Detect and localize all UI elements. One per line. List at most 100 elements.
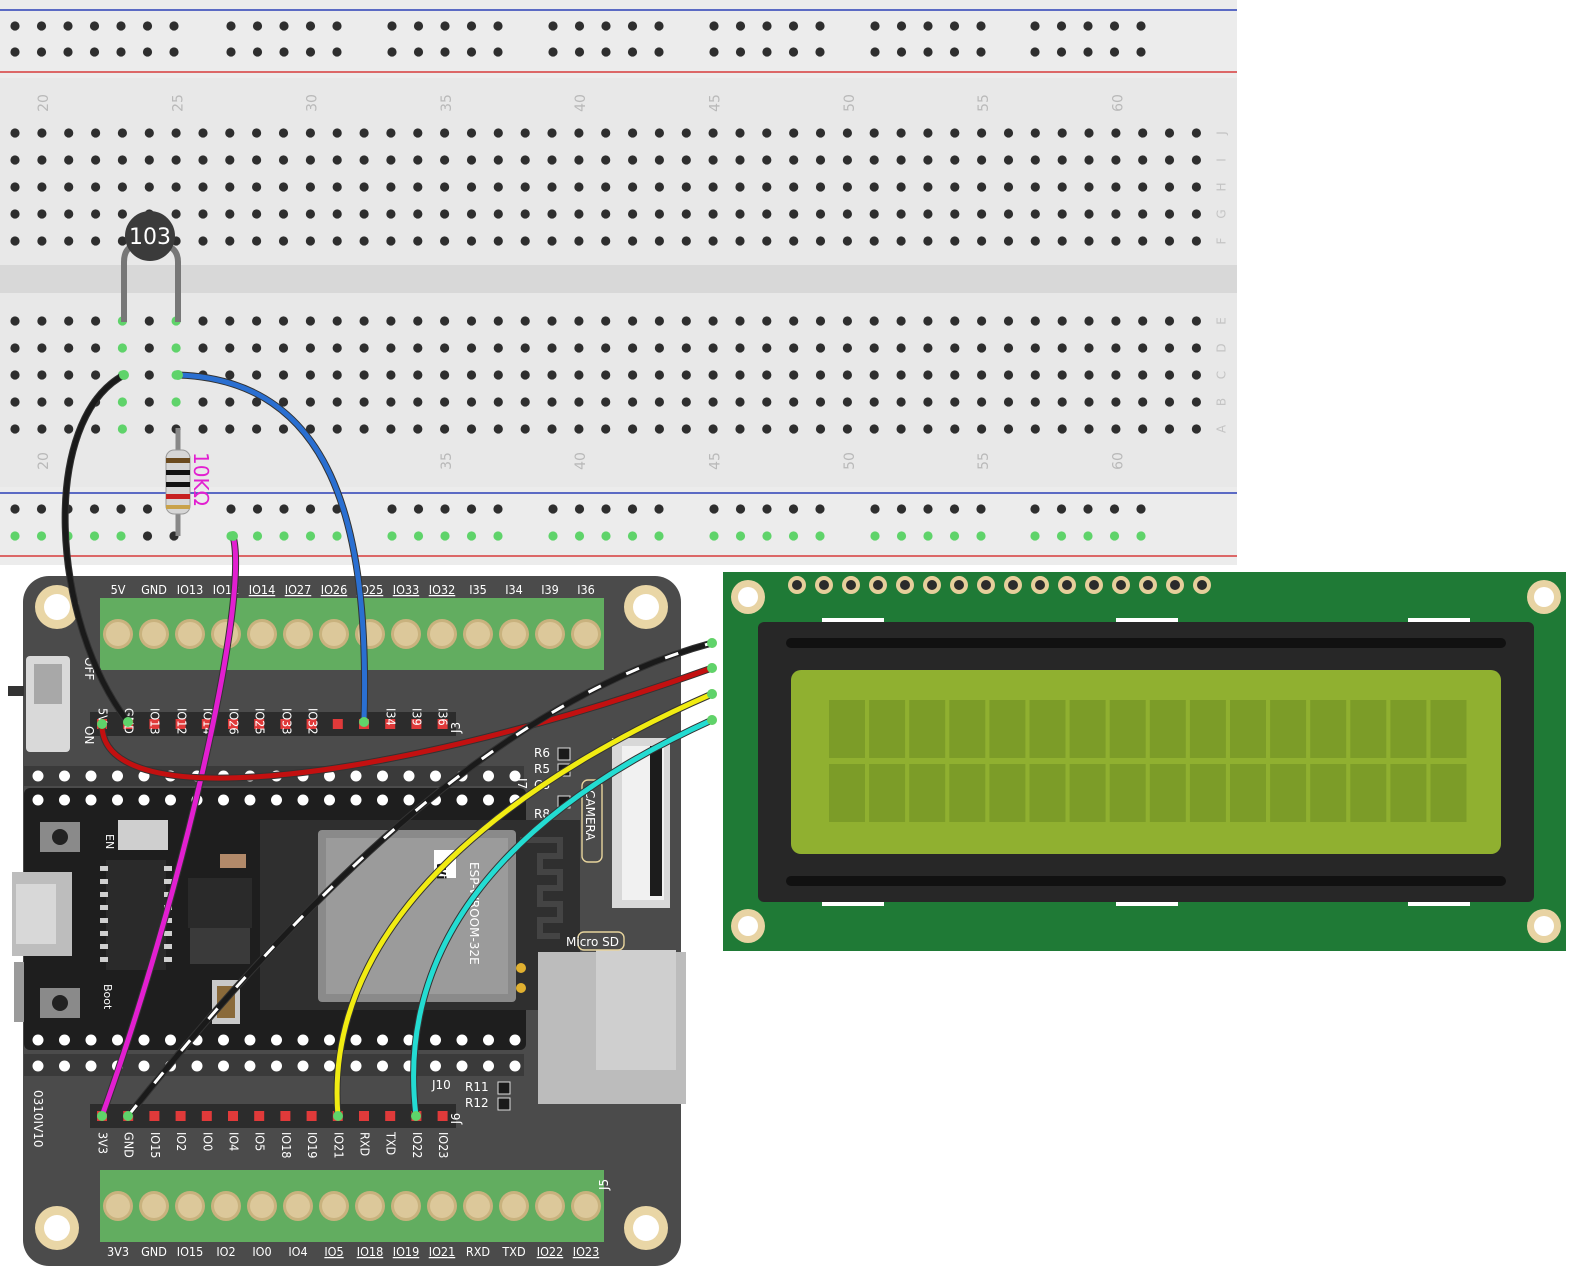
header-pin[interactable] — [385, 1111, 396, 1121]
breadboard-hole[interactable] — [601, 397, 611, 407]
breadboard-hole[interactable] — [1138, 209, 1148, 219]
power-rail-hole[interactable] — [896, 531, 907, 541]
breadboard-hole[interactable] — [520, 397, 530, 407]
breadboard-hole[interactable] — [896, 155, 906, 165]
breadboard-hole[interactable] — [869, 182, 879, 192]
power-rail-hole[interactable] — [601, 531, 611, 541]
header-pin[interactable] — [244, 1060, 256, 1072]
header-pin[interactable] — [59, 1060, 70, 1072]
breadboard-hole[interactable] — [440, 182, 450, 192]
breadboard-hole[interactable] — [1164, 424, 1175, 434]
header-pin[interactable] — [456, 794, 468, 806]
power-rail-hole[interactable] — [89, 531, 100, 541]
breadboard-hole[interactable] — [171, 209, 181, 219]
header-pin[interactable] — [244, 794, 256, 806]
power-rail-hole[interactable] — [1030, 504, 1040, 514]
power-rail-hole[interactable] — [413, 47, 424, 57]
breadboard-hole[interactable] — [1003, 236, 1014, 246]
power-rail-hole[interactable] — [923, 531, 933, 541]
breadboard-hole[interactable] — [735, 155, 745, 165]
header-pin[interactable] — [85, 794, 97, 806]
breadboard-hole[interactable] — [628, 209, 638, 219]
breadboard-hole[interactable] — [1057, 316, 1067, 326]
header-pin[interactable] — [350, 794, 362, 806]
breadboard-hole[interactable] — [681, 316, 691, 326]
breadboard-hole[interactable] — [225, 236, 235, 246]
breadboard-hole[interactable] — [735, 316, 745, 326]
breadboard-hole[interactable] — [1030, 370, 1040, 380]
breadboard-hole[interactable] — [1084, 128, 1094, 138]
power-rail-hole[interactable] — [89, 504, 100, 514]
breadboard-hole[interactable] — [1111, 343, 1121, 353]
power-rail-hole[interactable] — [1056, 47, 1067, 57]
breadboard-hole[interactable] — [466, 182, 477, 192]
breadboard-hole[interactable] — [440, 397, 450, 407]
breadboard-hole[interactable] — [735, 370, 745, 380]
breadboard-hole[interactable] — [950, 316, 960, 326]
breadboard-hole[interactable] — [144, 370, 154, 380]
breadboard-hole[interactable] — [198, 128, 208, 138]
power-rail-hole[interactable] — [976, 47, 986, 57]
breadboard-hole[interactable] — [171, 343, 181, 353]
breadboard-hole[interactable] — [762, 316, 772, 326]
power-rail-hole[interactable] — [548, 47, 558, 57]
power-rail-hole[interactable] — [466, 504, 477, 514]
power-rail-hole[interactable] — [788, 47, 799, 57]
breadboard-hole[interactable] — [225, 182, 235, 192]
breadboard-hole[interactable] — [1191, 343, 1201, 353]
breadboard-hole[interactable] — [225, 209, 235, 219]
breadboard-hole[interactable] — [359, 236, 369, 246]
power-rail-hole[interactable] — [976, 531, 986, 541]
breadboard-hole[interactable] — [332, 236, 342, 246]
header-pin[interactable] — [403, 1034, 415, 1046]
breadboard-hole[interactable] — [386, 182, 396, 192]
breadboard-hole[interactable] — [1084, 316, 1094, 326]
header-pin[interactable] — [280, 719, 291, 729]
power-rail-hole[interactable] — [788, 504, 799, 514]
header-pin[interactable] — [175, 1111, 186, 1121]
breadboard-hole[interactable] — [386, 316, 396, 326]
power-rail-hole[interactable] — [735, 21, 746, 31]
power-rail-hole[interactable] — [762, 504, 772, 514]
breadboard-hole[interactable] — [1138, 370, 1148, 380]
breadboard-hole[interactable] — [359, 397, 369, 407]
breadboard-hole[interactable] — [762, 343, 772, 353]
header-pin[interactable] — [112, 1034, 123, 1046]
breadboard-hole[interactable] — [278, 370, 289, 380]
breadboard-hole[interactable] — [64, 343, 74, 353]
breadboard-hole[interactable] — [1191, 155, 1201, 165]
breadboard-hole[interactable] — [305, 182, 315, 192]
breadboard-hole[interactable] — [628, 182, 638, 192]
power-rail-hole[interactable] — [574, 531, 585, 541]
breadboard-hole[interactable] — [574, 343, 584, 353]
power-rail-hole[interactable] — [976, 21, 986, 31]
breadboard-hole[interactable] — [547, 155, 557, 165]
breadboard-hole[interactable] — [628, 343, 638, 353]
breadboard-hole[interactable] — [37, 236, 47, 246]
breadboard-hole[interactable] — [1030, 424, 1040, 434]
breadboard-hole[interactable] — [252, 155, 262, 165]
breadboard-hole[interactable] — [1164, 182, 1175, 192]
power-rail-hole[interactable] — [896, 504, 907, 514]
power-rail-hole[interactable] — [815, 47, 825, 57]
power-rail-hole[interactable] — [1136, 47, 1146, 57]
breadboard-hole[interactable] — [1057, 236, 1067, 246]
breadboard-hole[interactable] — [842, 155, 853, 165]
breadboard-hole[interactable] — [708, 397, 718, 407]
header-pin[interactable] — [218, 794, 229, 806]
breadboard-hole[interactable] — [1030, 182, 1040, 192]
power-rail-hole[interactable] — [1109, 504, 1120, 514]
breadboard-hole[interactable] — [574, 236, 584, 246]
power-rail-hole[interactable] — [305, 531, 316, 541]
breadboard-hole[interactable] — [923, 128, 933, 138]
header-pin[interactable] — [324, 1034, 335, 1046]
breadboard-hole[interactable] — [520, 155, 530, 165]
breadboard-hole[interactable] — [1111, 236, 1121, 246]
power-rail-hole[interactable] — [870, 531, 880, 541]
breadboard-hole[interactable] — [413, 424, 423, 434]
en-button[interactable] — [40, 822, 80, 852]
breadboard-hole[interactable] — [815, 370, 826, 380]
breadboard-hole[interactable] — [815, 316, 826, 326]
breadboard-hole[interactable] — [413, 397, 423, 407]
header-pin[interactable] — [271, 794, 282, 806]
